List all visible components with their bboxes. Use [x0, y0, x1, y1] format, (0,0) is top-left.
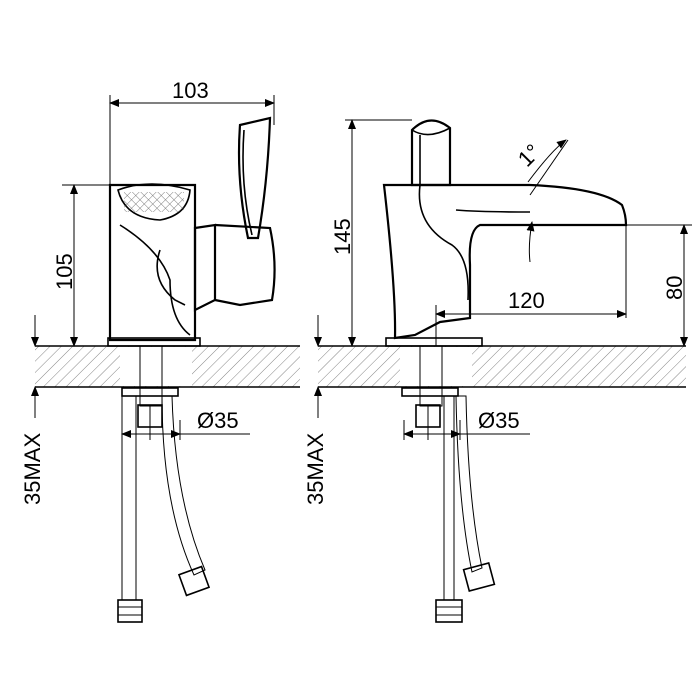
front-thickness-label: 35MAX — [20, 433, 45, 505]
side-thickness-label: 35MAX — [303, 433, 328, 505]
front-hole-dimension: Ø35 — [121, 408, 250, 440]
side-spout-height-label: 80 — [662, 276, 687, 300]
side-reach-label: 120 — [508, 288, 545, 313]
side-height-label: 145 — [330, 218, 355, 255]
front-view: 103 105 Ø35 35MAX — [20, 78, 300, 623]
front-width-label: 103 — [172, 78, 209, 103]
side-hole-label: Ø35 — [478, 408, 520, 433]
front-flex-hoses — [117, 395, 211, 623]
front-width-dimension: 103 — [109, 78, 275, 185]
side-countertop — [318, 345, 686, 388]
front-faucet-body — [107, 116, 276, 347]
front-height-label: 105 — [52, 253, 77, 290]
side-flex-hoses — [435, 395, 496, 623]
side-reach-dimension: 120 — [435, 225, 627, 346]
side-mounting-shank — [401, 345, 459, 440]
side-angle-indicator: 1° — [513, 139, 569, 263]
front-thickness-dimension: 35MAX — [20, 315, 45, 505]
side-faucet-body — [382, 183, 628, 347]
side-view: 1° 145 80 — [303, 119, 692, 623]
side-lever — [410, 119, 452, 187]
side-hole-dimension: Ø35 — [403, 408, 530, 440]
front-height-dimension: 105 — [52, 184, 110, 347]
side-height-dimension: 145 — [330, 119, 412, 347]
front-hole-label: Ø35 — [197, 408, 239, 433]
side-thickness-dimension: 35MAX — [303, 315, 328, 505]
side-spout-height-dimension: 80 — [626, 224, 692, 347]
